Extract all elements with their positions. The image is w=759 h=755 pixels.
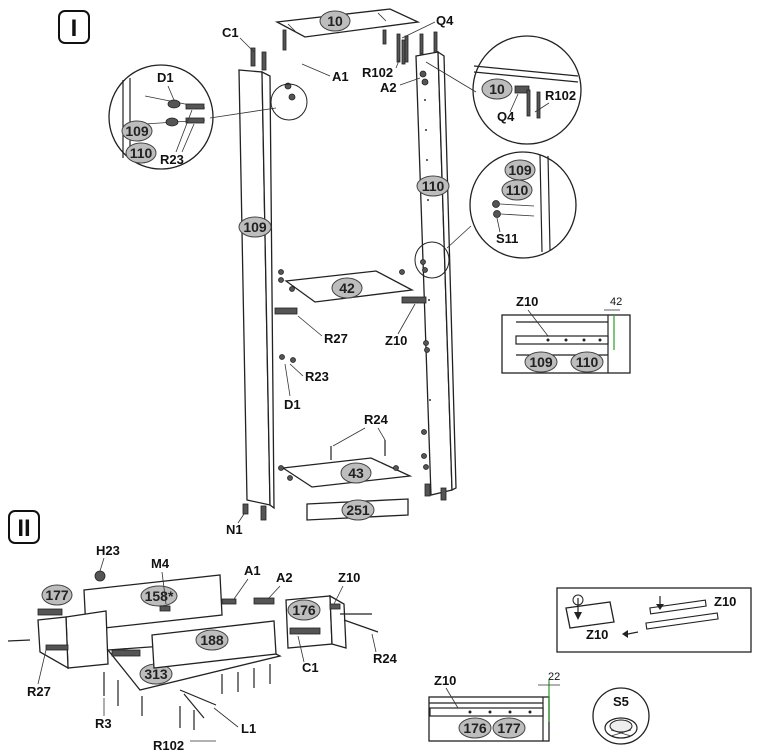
label-r27-drawer: R27 xyxy=(27,684,51,699)
shelf-43: 43 xyxy=(281,457,413,488)
part-313-label: 313 xyxy=(144,666,168,682)
label-r27: R27 xyxy=(324,331,348,346)
part-177-inset: 177 xyxy=(497,720,521,736)
label-s5: S5 xyxy=(613,694,629,709)
part-110-detail: 110 xyxy=(130,145,153,161)
step-two-badge: II xyxy=(8,510,40,544)
label-r24-drawer: R24 xyxy=(373,651,398,666)
label-z10-runner-b: Z10 xyxy=(714,594,736,609)
label-h23: H23 xyxy=(96,543,120,558)
label-m4: M4 xyxy=(151,556,170,571)
label-z10-inset2: Z10 xyxy=(434,673,456,688)
part-109-s11-detail: 109 xyxy=(508,162,532,178)
label-c1-drawer: C1 xyxy=(302,660,319,675)
label-q4-detail: Q4 xyxy=(497,109,515,124)
label-z10-shelf: Z10 xyxy=(385,333,407,348)
right-side-panel: 110 xyxy=(415,50,457,496)
detail-circle-s11: 109 110 S11 xyxy=(414,151,577,279)
label-c1: C1 xyxy=(222,25,239,40)
part-110-s11-detail: 110 xyxy=(506,182,529,198)
dimension-22: 22 xyxy=(548,671,560,683)
label-s11: S11 xyxy=(496,231,518,246)
dimension-42: 42 xyxy=(610,296,622,308)
step-one-labels: C1 Q4 A1 R102 A2 R27 Z10 R23 D1 R24 N1 xyxy=(222,13,454,537)
part-176-label: 176 xyxy=(292,602,316,618)
label-d1: D1 xyxy=(284,397,301,412)
inset-runner-detail: Z10 Z10 xyxy=(556,587,752,653)
label-z10-runner-a: Z10 xyxy=(586,627,608,642)
part-188-label: 188 xyxy=(200,632,224,648)
part-10-detail: 10 xyxy=(489,81,505,97)
part-158-label: 158* xyxy=(145,588,174,604)
label-d1-detail: D1 xyxy=(157,70,174,85)
label-a1-drawer: A1 xyxy=(244,563,261,578)
part-43-label: 43 xyxy=(348,465,364,481)
label-a1: A1 xyxy=(332,69,349,84)
part-10-label: 10 xyxy=(327,13,343,29)
label-q4: Q4 xyxy=(436,13,454,28)
inset-z10-22: Z10 22 176 177 xyxy=(428,671,560,742)
label-a2-drawer: A2 xyxy=(276,570,293,585)
top-panel: 10 xyxy=(274,8,421,38)
label-r102: R102 xyxy=(362,65,393,80)
part-42-label: 42 xyxy=(339,280,355,296)
label-z10-drawer: Z10 xyxy=(338,570,360,585)
step-one-badge: I xyxy=(58,10,90,44)
part-176-inset: 176 xyxy=(463,720,487,736)
left-side-panel: 109 xyxy=(238,69,275,510)
drawer-assembly: 158* 177 176 313 188 xyxy=(7,570,379,730)
label-r24: R24 xyxy=(364,412,389,427)
knob-s5-detail: S5 xyxy=(592,687,650,745)
plinth-251: 251 xyxy=(306,498,409,521)
step-one-hardware xyxy=(242,29,447,521)
label-a2: A2 xyxy=(380,80,397,95)
part-251-label: 251 xyxy=(346,502,370,518)
part-109-label: 109 xyxy=(243,219,267,235)
shelf-42: 42 xyxy=(284,270,415,303)
part-110-inset: 110 xyxy=(576,354,599,370)
detail-circle-d1: D1 109 110 R23 xyxy=(108,64,308,170)
step-two-label: II xyxy=(17,515,30,542)
inset-z10-42: Z10 42 109 110 xyxy=(501,294,631,374)
label-r23: R23 xyxy=(305,369,329,384)
label-n1: N1 xyxy=(226,522,243,537)
part-177-label: 177 xyxy=(45,587,69,603)
label-r102-detail: R102 xyxy=(545,88,576,103)
label-r102-drawer: R102 xyxy=(153,738,184,753)
step-one-label: I xyxy=(71,15,78,42)
label-r3: R3 xyxy=(95,716,112,731)
part-109-detail: 109 xyxy=(125,123,149,139)
label-r23-detail: R23 xyxy=(160,152,184,167)
label-z10-inset1: Z10 xyxy=(516,294,538,309)
part-109-inset: 109 xyxy=(529,354,553,370)
part-110-label: 110 xyxy=(422,178,445,194)
label-l1: L1 xyxy=(241,721,256,736)
step-two-labels: H23 M4 A1 A2 Z10 C1 R24 R27 R3 L1 R102 xyxy=(27,543,398,753)
detail-circle-top: 10 Q4 R102 xyxy=(425,35,582,145)
